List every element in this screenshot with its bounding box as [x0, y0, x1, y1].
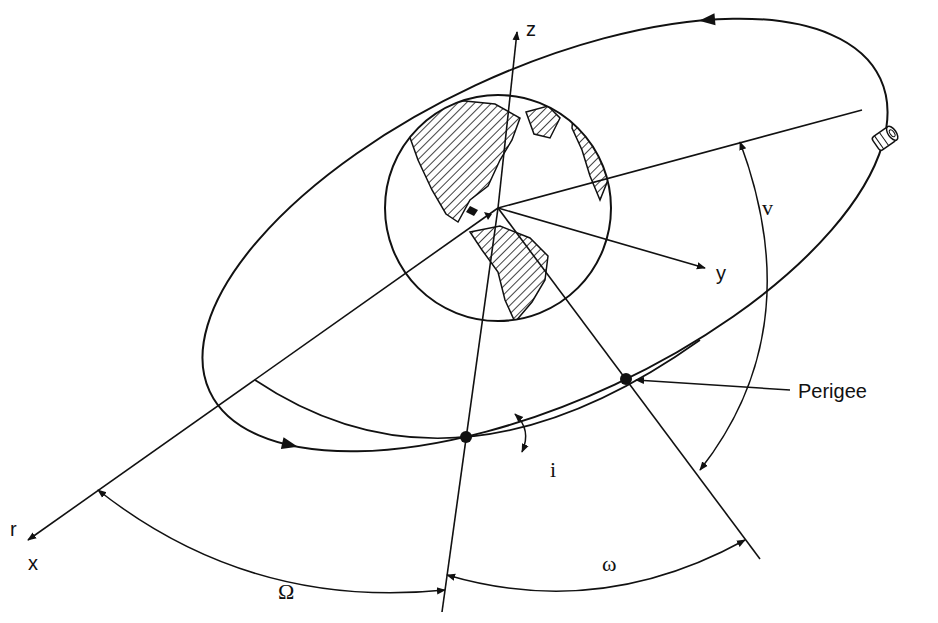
- true-anomaly-arc: [700, 142, 767, 470]
- perigee-line: [498, 208, 760, 559]
- line-of-nodes: [442, 208, 498, 612]
- orbit-arrow: [699, 13, 716, 26]
- equatorial-arc: [255, 340, 700, 438]
- drawing-part: [874, 136, 883, 149]
- z-axis: [498, 32, 517, 208]
- radius-vector: [498, 110, 862, 208]
- island: [466, 206, 492, 220]
- raan-arc: [98, 490, 445, 593]
- leader-line: [636, 380, 790, 390]
- drawing-part: [888, 129, 896, 138]
- angle-label: v: [760, 196, 775, 220]
- y-axis: [498, 208, 705, 268]
- axis-label: x: [26, 552, 40, 574]
- angle-label: ω: [600, 552, 618, 576]
- continent: [572, 100, 615, 200]
- axis-label: y: [714, 262, 728, 284]
- satellite-icon: [871, 124, 900, 151]
- drawing-part: [879, 132, 888, 145]
- node-dot: [460, 431, 472, 443]
- axis-label: r: [8, 518, 19, 540]
- inclination-arc: [515, 414, 526, 452]
- continent: [470, 226, 548, 322]
- drawing-part: [884, 124, 900, 142]
- perigee-dot: [620, 373, 632, 385]
- orbit-ellipse: [140, 0, 938, 541]
- angle-label: i: [548, 458, 558, 482]
- orbit-arrow: [281, 437, 299, 452]
- angle-label: Ω: [276, 580, 296, 604]
- argument-of-perigee-arc: [447, 540, 745, 591]
- continent: [526, 106, 560, 138]
- axis-label: z: [524, 18, 538, 40]
- callout-label: Perigee: [796, 380, 869, 402]
- continents: [408, 100, 615, 322]
